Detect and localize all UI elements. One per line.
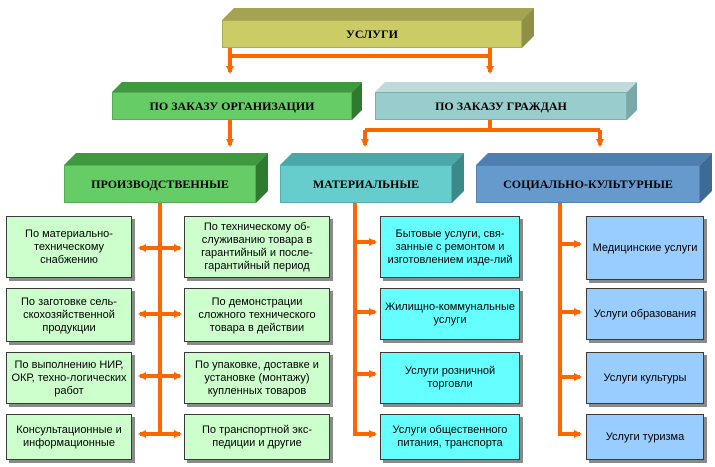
citizens-label: ПО ЗАКАЗУ ГРАЖДАН <box>375 92 627 120</box>
social-label: СОЦИАЛЬНО-КУЛЬТУРНЫЕ <box>476 165 700 203</box>
production-right-item: По демонстрации сложного технического то… <box>184 288 330 342</box>
production-node: ПРОИЗВОДСТВЕННЫЕ <box>64 153 268 203</box>
social-node: СОЦИАЛЬНО-КУЛЬТУРНЫЕ <box>476 153 712 203</box>
social-item: Услуги культуры <box>586 352 704 404</box>
social-item: Услуги туризма <box>586 414 704 460</box>
social-item: Услуги образования <box>586 288 704 340</box>
material-label: МАТЕРИАЛЬНЫЕ <box>280 165 452 203</box>
material-item: Услуги общественного питания, транспорта <box>380 414 520 460</box>
production-right-item: По упаковке, доставке и установке (монта… <box>184 352 330 404</box>
material-node: МАТЕРИАЛЬНЫЕ <box>280 153 464 203</box>
production-left-item: По материально-техническому снабжению <box>6 216 132 278</box>
production-left-item: По выполнению НИР, ОКР, техно-логических… <box>6 352 132 404</box>
org-label: ПО ЗАКАЗУ ОРГАНИЗАЦИИ <box>112 92 352 120</box>
production-right-item: По техническому об-служиванию товара в г… <box>184 216 330 278</box>
production-label: ПРОИЗВОДСТВЕННЫЕ <box>64 165 256 203</box>
material-item: Жилищно-коммунальные услуги <box>380 288 520 340</box>
production-right-item: По транспортной экс-педиции и другие <box>184 414 330 460</box>
citizens-node: ПО ЗАКАЗУ ГРАЖДАН <box>375 82 637 120</box>
production-left-item: Консультационные и информационные <box>6 414 132 460</box>
material-item: Услуги розничной торговли <box>380 352 520 404</box>
material-item: Бытовые услуги, свя-занные с ремонтом и … <box>380 216 520 278</box>
org-node: ПО ЗАКАЗУ ОРГАНИЗАЦИИ <box>112 82 362 120</box>
social-item: Медицинские услуги <box>586 216 704 280</box>
production-left-item: По заготовке сель-скохозяйственной проду… <box>6 288 132 342</box>
root-label: УСЛУГИ <box>222 20 522 48</box>
root-node: УСЛУГИ <box>222 8 534 48</box>
